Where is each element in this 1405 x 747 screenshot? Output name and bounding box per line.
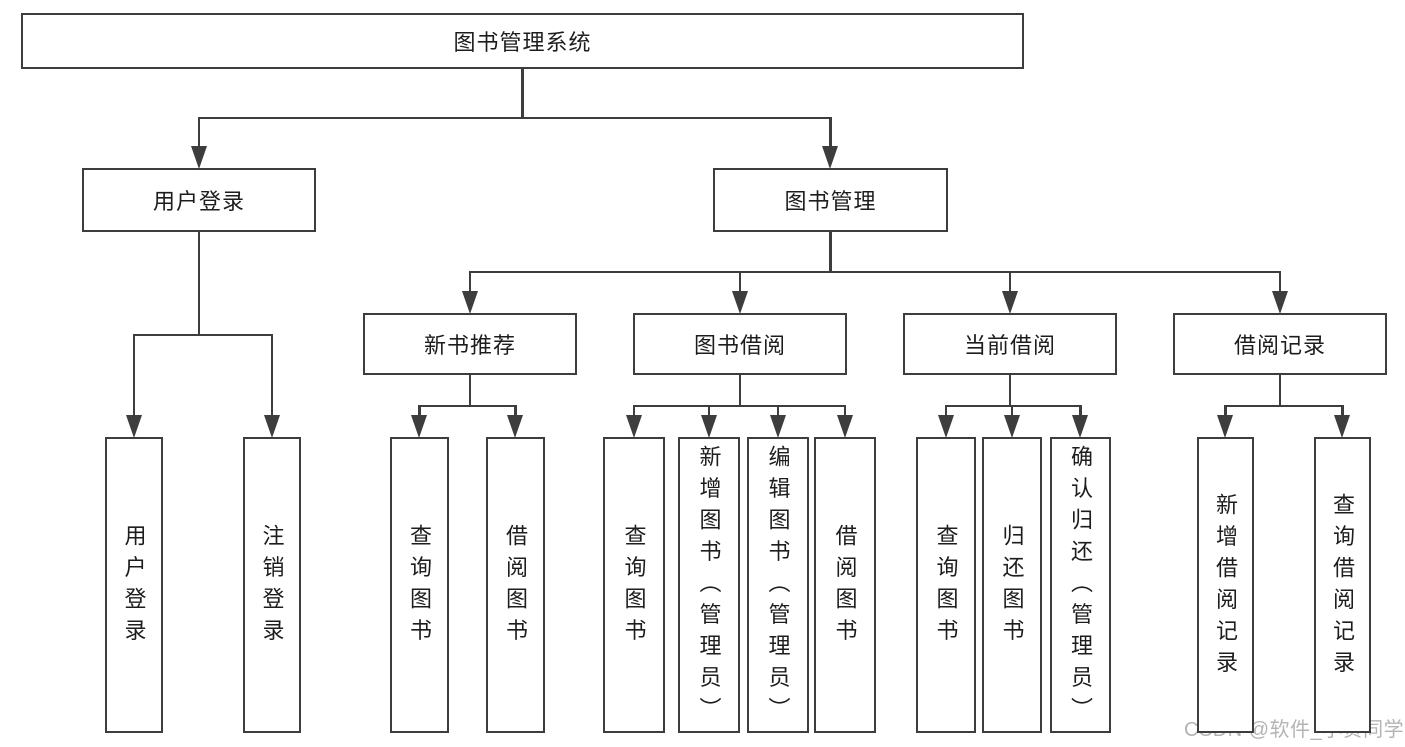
arrow-down-icon bbox=[1271, 291, 1288, 314]
arrow-down-icon bbox=[1217, 415, 1233, 438]
connector-drop-newbook-query bbox=[418, 406, 421, 417]
connector-bus-records bbox=[1224, 404, 1344, 408]
connector-drop-newbook bbox=[468, 272, 472, 293]
connector-bus-borrow bbox=[632, 404, 847, 408]
connector-drop-current bbox=[1008, 272, 1012, 293]
node-label: 归还图书 bbox=[999, 524, 1025, 650]
node-borrow-query: 查询图书 bbox=[603, 437, 665, 733]
node-borrow-edit: 编辑图书（管理员） bbox=[747, 437, 809, 733]
node-records: 借阅记录 bbox=[1173, 313, 1387, 375]
connector-bus-mgmt bbox=[468, 270, 1282, 274]
arrow-down-icon bbox=[769, 415, 786, 438]
node-root: 图书管理系统 bbox=[21, 13, 1024, 69]
node-label: 借阅图书 bbox=[503, 524, 529, 650]
node-login-logout: 注销登录 bbox=[243, 437, 301, 733]
node-login: 用户登录 bbox=[82, 168, 316, 232]
node-mgmt: 图书管理 bbox=[713, 168, 948, 232]
connector-bus-root bbox=[197, 116, 832, 120]
connector-drop-borrow-add bbox=[707, 406, 711, 417]
connector-drop-login-logout bbox=[270, 335, 274, 417]
node-records-add: 新增借阅记录 bbox=[1197, 437, 1254, 733]
connector-drop-borrow-query bbox=[632, 406, 636, 417]
node-label: 确认归还（管理员） bbox=[1068, 445, 1094, 729]
node-label: 当前借阅 bbox=[963, 333, 1056, 358]
node-label: 新增借阅记录 bbox=[1213, 492, 1239, 682]
connector-stem-borrow bbox=[738, 375, 742, 408]
connector-drop-borrow-edit bbox=[776, 406, 780, 417]
connector-drop-borrow-lend bbox=[843, 406, 847, 417]
arrow-down-icon bbox=[625, 415, 642, 438]
node-current-query: 查询图书 bbox=[916, 437, 976, 733]
connector-stem-newbook bbox=[468, 375, 472, 408]
connector-drop-mgmt bbox=[829, 118, 832, 148]
node-label: 新增图书（管理员） bbox=[696, 445, 722, 729]
node-borrow: 图书借阅 bbox=[633, 313, 847, 375]
connector-stem-records bbox=[1278, 375, 1282, 408]
connector-drop-current-return bbox=[1010, 406, 1014, 417]
arrow-down-icon bbox=[937, 415, 954, 438]
connector-stem-mgmt bbox=[829, 232, 832, 274]
node-current: 当前借阅 bbox=[903, 313, 1117, 375]
arrow-down-icon bbox=[190, 146, 207, 169]
arrow-down-icon bbox=[125, 415, 142, 438]
arrow-down-icon bbox=[1001, 291, 1018, 314]
node-label: 图书借阅 bbox=[693, 333, 786, 358]
node-current-confirm: 确认归还（管理员） bbox=[1050, 437, 1111, 733]
connector-drop-login-user bbox=[132, 335, 136, 417]
connector-bus-newbook bbox=[418, 404, 517, 408]
connector-drop-newbook-borrow bbox=[514, 406, 517, 417]
arrow-down-icon bbox=[411, 415, 427, 438]
connector-drop-login bbox=[197, 118, 201, 148]
connector-drop-current-query bbox=[944, 406, 948, 417]
node-borrow-lend: 借阅图书 bbox=[814, 437, 876, 733]
node-label: 用户登录 bbox=[121, 524, 147, 650]
arrow-down-icon bbox=[263, 415, 280, 438]
connector-bus-current bbox=[944, 404, 1082, 408]
node-label: 借阅记录 bbox=[1233, 333, 1326, 358]
node-borrow-add: 新增图书（管理员） bbox=[678, 437, 740, 733]
node-newbook: 新书推荐 bbox=[363, 313, 577, 375]
connector-drop-current-confirm bbox=[1079, 406, 1082, 417]
arrow-down-icon bbox=[700, 415, 717, 438]
connector-drop-records-query bbox=[1341, 406, 1344, 417]
arrow-down-icon bbox=[461, 291, 478, 314]
node-label: 查询借阅记录 bbox=[1330, 492, 1356, 682]
node-label: 新书推荐 bbox=[423, 333, 516, 358]
arrow-down-icon bbox=[836, 415, 853, 438]
node-records-query: 查询借阅记录 bbox=[1314, 437, 1371, 733]
node-label: 图书管理系统 bbox=[453, 30, 592, 55]
arrow-down-icon bbox=[1003, 415, 1020, 438]
node-current-return: 归还图书 bbox=[982, 437, 1042, 733]
node-label: 查询图书 bbox=[621, 524, 647, 650]
node-label: 编辑图书（管理员） bbox=[765, 445, 791, 729]
node-newbook-borrow: 借阅图书 bbox=[486, 437, 545, 733]
node-label: 查询图书 bbox=[407, 524, 433, 650]
node-label: 注销登录 bbox=[259, 524, 285, 650]
node-login-user: 用户登录 bbox=[105, 437, 163, 733]
connector-drop-records-add bbox=[1224, 406, 1227, 417]
arrow-down-icon bbox=[1072, 415, 1088, 438]
arrow-down-icon bbox=[1334, 415, 1350, 438]
node-label: 查询图书 bbox=[933, 524, 959, 650]
connector-bus-login bbox=[132, 333, 274, 337]
connector-stem-current bbox=[1008, 375, 1012, 408]
connector-drop-borrow bbox=[738, 272, 742, 293]
node-label: 用户登录 bbox=[152, 189, 245, 214]
connector-drop-records bbox=[1278, 272, 1282, 293]
node-label: 借阅图书 bbox=[832, 524, 858, 650]
arrow-down-icon bbox=[731, 291, 748, 314]
arrow-down-icon bbox=[507, 415, 523, 438]
connector-stem-root bbox=[521, 69, 524, 120]
node-label: 图书管理 bbox=[784, 189, 877, 214]
node-newbook-query: 查询图书 bbox=[390, 437, 449, 733]
arrow-down-icon bbox=[822, 146, 838, 169]
connector-stem-login bbox=[197, 232, 201, 337]
